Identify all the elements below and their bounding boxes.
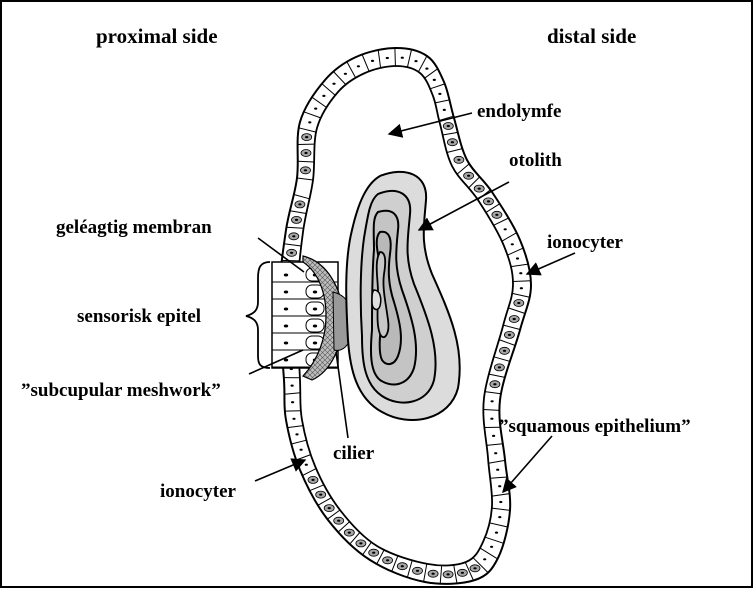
cell-nucleus — [451, 141, 454, 143]
cell-nucleus — [490, 418, 493, 420]
cell-nucleus — [498, 485, 501, 487]
cell-nucleus — [473, 567, 476, 569]
supporting-cell-nucleus — [284, 274, 288, 277]
cell-nucleus — [322, 95, 325, 97]
label-squamous-epithelium: ”squamous epithelium” — [499, 416, 691, 437]
cell-nucleus — [305, 464, 308, 466]
cell-nucleus — [498, 366, 501, 368]
cell-nucleus — [291, 385, 294, 387]
cell-nucleus — [348, 532, 351, 534]
cell-nucleus — [491, 400, 494, 402]
cell-nucleus — [519, 272, 522, 274]
cell-nucleus — [496, 469, 499, 471]
cell-nucleus — [305, 136, 308, 138]
cell-nucleus — [504, 228, 507, 230]
header-proximal: proximal side — [96, 24, 218, 48]
cell-nucleus — [498, 516, 501, 518]
arrow-ionocyte-left — [255, 460, 305, 481]
cell-nucleus — [359, 542, 362, 544]
cell-nucleus — [492, 435, 495, 437]
cell-nucleus — [304, 152, 307, 154]
cell-nucleus — [513, 318, 516, 320]
cell-nucleus — [314, 108, 317, 110]
supporting-cell-nucleus — [284, 291, 288, 294]
cell-nucleus — [401, 57, 404, 59]
cell-nucleus — [508, 334, 511, 336]
cell-nucleus — [401, 565, 404, 567]
cell-nucleus — [493, 383, 496, 385]
cell-nucleus — [520, 287, 523, 289]
label-ionocyte-left: ionocyter — [160, 481, 237, 502]
label-cilia: cilier — [333, 443, 375, 464]
cell-nucleus — [494, 452, 497, 454]
cell-nucleus — [300, 449, 303, 451]
hair-cell-nucleus — [313, 308, 317, 311]
arrow-squamous — [503, 436, 552, 492]
cell-nucleus — [432, 573, 435, 575]
label-subcupular-meshwork: ”subcupular meshwork” — [21, 380, 221, 401]
cell-nucleus — [457, 159, 460, 161]
cell-border — [395, 48, 396, 66]
cell-nucleus — [319, 494, 322, 496]
cell-nucleus — [337, 520, 340, 522]
cell-nucleus — [503, 350, 506, 352]
label-sensory-epithelium: sensorisk epitel — [77, 306, 201, 327]
cell-nucleus — [416, 570, 419, 572]
cell-nucleus — [357, 65, 360, 67]
cell-nucleus — [511, 243, 514, 245]
cell-border — [298, 161, 314, 162]
cell-nucleus — [295, 433, 298, 435]
cell-nucleus — [516, 257, 519, 259]
supporting-cell-nucleus — [284, 342, 288, 345]
cell-nucleus — [372, 552, 375, 554]
cell-nucleus — [487, 200, 490, 202]
cell-nucleus — [467, 175, 470, 177]
cell-nucleus — [517, 302, 520, 304]
cell-nucleus — [386, 559, 389, 561]
hair-cell-nucleus — [313, 342, 317, 345]
cell-nucleus — [490, 546, 493, 548]
cell-nucleus — [433, 79, 436, 81]
cell-nucleus — [298, 203, 301, 205]
cell-nucleus — [499, 501, 502, 503]
cell-nucleus — [328, 507, 331, 509]
cell-nucleus — [425, 68, 428, 70]
cell-nucleus — [291, 401, 294, 403]
header-distal: distal side — [547, 24, 636, 48]
cell-nucleus — [461, 572, 464, 574]
label-gelatinous-membrane: geléagtig membran — [56, 217, 212, 238]
cell-border — [282, 260, 300, 261]
cell-nucleus — [414, 60, 417, 62]
supporting-cell-nucleus — [284, 325, 288, 328]
cell-nucleus — [447, 125, 450, 127]
cell-nucleus — [495, 214, 498, 216]
cell-nucleus — [447, 573, 450, 575]
cell-nucleus — [483, 558, 486, 560]
cell-nucleus — [371, 60, 374, 62]
hair-cell-nucleus — [313, 291, 317, 294]
cell-nucleus — [292, 235, 295, 237]
cell-nucleus — [478, 188, 481, 190]
cell-nucleus — [290, 252, 293, 254]
cell-nucleus — [311, 479, 314, 481]
label-ionocyte-right: ionocyter — [547, 232, 624, 253]
cell-nucleus — [308, 121, 311, 123]
hair-cell-nucleus — [313, 325, 317, 328]
cell-nucleus — [438, 93, 441, 95]
supporting-cell-nucleus — [284, 308, 288, 311]
cell-nucleus — [295, 219, 298, 221]
label-otolith: otolith — [509, 150, 562, 171]
cell-nucleus — [344, 73, 347, 75]
cell-nucleus — [443, 109, 446, 111]
label-endolymph: endolymfe — [477, 101, 561, 122]
cell-nucleus — [292, 418, 295, 420]
cell-nucleus — [495, 532, 498, 534]
cell-nucleus — [304, 169, 307, 171]
cell-nucleus — [332, 83, 335, 85]
sensory-epithelium-brace — [246, 262, 270, 368]
cell-nucleus — [386, 57, 389, 59]
arrow-ionocyte-right — [527, 253, 575, 274]
